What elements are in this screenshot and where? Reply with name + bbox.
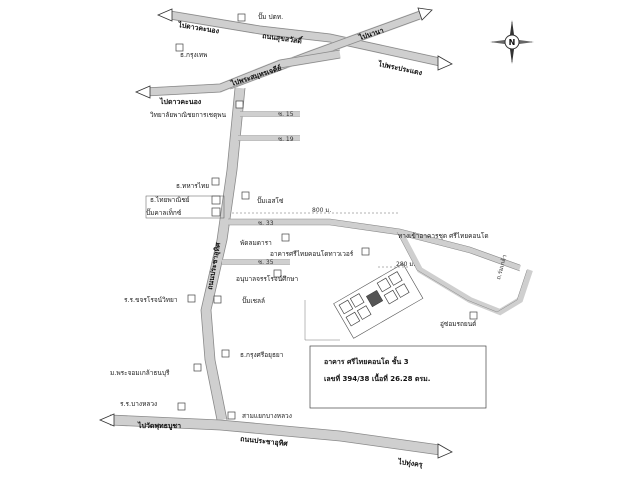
- landmark-college: วิทยาลัยพาณิชยการเชตุพน: [150, 100, 244, 119]
- north-label: N: [509, 38, 516, 47]
- svg-text:ปั๊ม ปตท.: ปั๊ม ปตท.: [258, 12, 283, 21]
- landmark-entrance: ทางเข้าอาคารชุด ศรีไทยคอนโด: [398, 232, 489, 240]
- svg-text:ธ.กรุงเทพ: ธ.กรุงเทพ: [180, 51, 207, 59]
- property-boundary: [304, 300, 340, 341]
- landmark-intersection: สามแยกบางหลวง: [227, 411, 292, 420]
- svg-text:วิทยาลัยพาณิชยการเชตุพน: วิทยาลัยพาณิชยการเชตุพน: [150, 111, 227, 119]
- middle-road-label: ไปพระสมุทรเจดีย์: [229, 63, 283, 88]
- right-arrow2-label: ไปพระประแดง: [377, 59, 424, 77]
- left-arrow2-label: ไปดาวคะนอง: [159, 97, 202, 106]
- arrow-right-2: [437, 55, 453, 71]
- svg-text:ม.พระจอมเกล้าธนบุรี: ม.พระจอมเกล้าธนบุรี: [110, 369, 170, 377]
- sukhsawat-road: [169, 10, 441, 67]
- arrow-bottom-right: [437, 443, 453, 459]
- condo-branch-road: [396, 230, 533, 316]
- svg-text:สามแยกบางหลวง: สามแยกบางหลวง: [242, 412, 292, 420]
- property-info-box: อาคาร ศรีไทยคอนโด ชั้น 3 เลขที่ 394/38 เ…: [309, 345, 487, 409]
- svg-text:อนุบาลจรรโรจน์ศึกษา: อนุบาลจรรโรจน์ศึกษา: [236, 275, 298, 283]
- svg-text:ปั๊มเอสโซ่: ปั๊มเอสโซ่: [257, 196, 284, 205]
- middle-road: [144, 49, 341, 97]
- condo-site-plan: [333, 263, 424, 339]
- arrow-left-2: [134, 85, 151, 99]
- landmark-krungsri-bank: ธ.กรุงศรีอยุธยา: [221, 349, 284, 359]
- svg-text:ปั๊มเชลล์: ปั๊มเชลล์: [242, 296, 265, 305]
- svg-text:อู่ซ่อมรถยนต์: อู่ซ่อมรถยนต์: [440, 320, 476, 328]
- svg-text:ปั๊มคาลเท็กซ์: ปั๊มคาลเท็กซ์: [146, 208, 182, 217]
- landmark-esso: ปั๊มเอสโซ่: [241, 191, 284, 205]
- caltex-bracket: [145, 195, 225, 219]
- soi-15-label: ซ. 15: [278, 111, 294, 118]
- svg-text:ธ.ไทยพาณิชย์: ธ.ไทยพาณิชย์: [150, 196, 190, 204]
- landmark-school-bangluang: ร.ร.บางหลวง: [120, 400, 186, 411]
- soi-35: [222, 259, 290, 265]
- landmark-kmutt: ม.พระจอมเกล้าธนบุรี: [110, 363, 202, 377]
- compass-rose: N: [490, 20, 534, 64]
- arrow-top-left: [156, 8, 173, 22]
- landmark-krungthep-bank: ธ.กรุงเทพ: [175, 43, 207, 59]
- landmark-school-rr: ร.ร.ขจรโรจน์วิทยา: [124, 294, 196, 304]
- landmark-kindergarten: อนุบาลจรรโรจน์ศึกษา: [236, 269, 298, 283]
- info-line-1: อาคาร ศรีไทยคอนโด ชั้น 3: [324, 355, 409, 366]
- bottom-road-label: ถนนประชาอุทิศ: [240, 435, 289, 448]
- soi-15: [240, 111, 300, 117]
- landmark-caltex: ปั๊มคาลเท็กซ์: [146, 207, 221, 217]
- landmark-thaimilitary-bank: ธ.ทหารไทย: [176, 177, 220, 190]
- soi-19-label: ซ. 19: [278, 136, 294, 143]
- soi-19: [238, 135, 300, 141]
- landmark-patamawan: พัดลมดารา: [240, 233, 290, 247]
- soi-33-label: ซ. 33: [258, 220, 274, 227]
- svg-text:ร.ร.ขจรโรจน์วิทยา: ร.ร.ขจรโรจน์วิทยา: [124, 296, 178, 304]
- arrow-top-right: [417, 7, 433, 21]
- bottom-right-arrow-label: ไปทุ่งครุ: [397, 457, 424, 469]
- info-line-2: เลขที่ 394/38 เนื้อที่ 26.28 ตรม.: [324, 372, 430, 383]
- svg-text:ทางเข้าอาคารชุด ศรีไทยคอนโด: ทางเข้าอาคารชุด ศรีไทยคอนโด: [398, 232, 489, 240]
- svg-text:ธ.ทหารไทย: ธ.ทหารไทย: [176, 182, 209, 190]
- svg-text:ร.ร.บางหลวง: ร.ร.บางหลวง: [120, 400, 157, 408]
- svg-text:อาคารศรีไทยคอนโดทาวเวอร์: อาคารศรีไทยคอนโดทาวเวอร์: [270, 250, 354, 258]
- prachauthit-road: [200, 87, 246, 421]
- distance-800-label: 800 ม.: [312, 207, 331, 214]
- landmark-garage: อู่ซ่อมรถยนต์: [440, 311, 478, 328]
- svg-text:ธ.กรุงศรีอยุธยา: ธ.กรุงศรีอยุธยา: [240, 351, 284, 359]
- svg-text:พัดลมดารา: พัดลมดารา: [240, 239, 272, 247]
- landmark-thaipanich-bank: ธ.ไทยพาณิชย์: [150, 195, 221, 205]
- top-right-arrow-label: ไปนานา: [357, 25, 385, 42]
- bottom-left-arrow-label: ไปวัดพุทธบูชา: [137, 421, 181, 431]
- landmark-ptt: ปั๊ม ปตท.: [237, 12, 283, 22]
- landmark-shell: ปั๊มเชลล์: [213, 295, 265, 305]
- landmark-condo-building: อาคารศรีไทยคอนโดทาวเวอร์: [270, 247, 370, 258]
- soi-35-label: ซ. 35: [258, 259, 274, 266]
- distance-280-label: 280 ม.: [396, 261, 415, 268]
- arrow-bottom-left: [98, 413, 115, 427]
- bottom-road: [109, 414, 441, 456]
